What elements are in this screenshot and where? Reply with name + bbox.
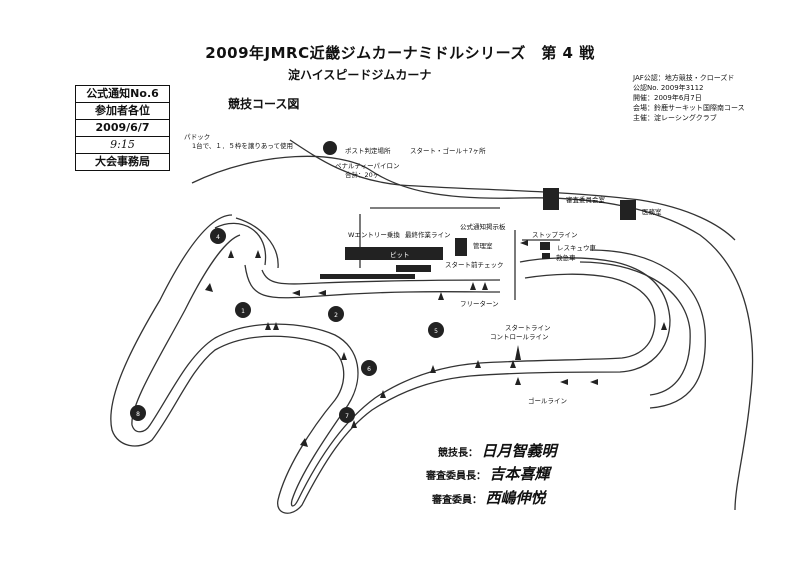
- info-line: 開催：2009年6月7日: [633, 94, 702, 102]
- notice-time: 9:15: [76, 137, 169, 154]
- ambulance: [542, 253, 550, 259]
- rear-track-inner: [579, 261, 691, 396]
- rescue-label: レスキュウ車: [557, 244, 596, 252]
- post-marker: [361, 360, 377, 376]
- notice-number: 公式通知No.6: [76, 86, 169, 103]
- director-signature: 日月智義明: [481, 442, 557, 460]
- notice-stamp-box: 公式通知No.6 参加者各位 2009/6/7 9:15 大会事務局: [75, 85, 170, 171]
- free-turn-label: フリーターン: [460, 300, 499, 308]
- post-number: 1: [241, 308, 245, 315]
- judges-room-label: 審査委員会室: [566, 196, 605, 204]
- judge-member-signature: 西嶋伸悦: [485, 489, 546, 507]
- event-subtitle: 淀ハイスピードジムカーナ: [288, 68, 432, 82]
- post-legend-label: ポスト判定場所: [345, 147, 391, 155]
- info-line: 主催：淀レーシングクラブ: [633, 114, 717, 122]
- control-room: [455, 238, 467, 256]
- chief-judge-label: 審査委員長：: [426, 471, 486, 482]
- post-marker: [328, 306, 344, 322]
- rescue-vehicle: [540, 242, 550, 250]
- control-room-label: 管理室: [473, 242, 493, 250]
- rear-track: [589, 249, 706, 409]
- info-line: 公認No. 2009年3112: [633, 84, 704, 92]
- w-entry-label: Wエントリー乗換: [348, 231, 400, 239]
- goal-line-label: ゴールライン: [528, 397, 567, 405]
- post-marker: [210, 228, 226, 244]
- ambulance-label: 救急車: [556, 254, 576, 262]
- post-legend-marker: [323, 141, 337, 155]
- start-goal-label: スタート・ゴール＋7ヶ所: [410, 147, 486, 155]
- infield-inner: [261, 269, 501, 285]
- track-outer: [110, 214, 671, 514]
- notice-issuer: 大会事務局: [95, 155, 150, 168]
- info-line: JAF公認：地方競技・クローズド: [633, 74, 735, 82]
- post-number: 7: [345, 413, 349, 420]
- outer-boundary-top: [289, 139, 736, 241]
- post-marker: [130, 405, 146, 421]
- paddock-label: パドック: [184, 133, 211, 141]
- bulletin-label: 公式通知掲示板: [460, 223, 506, 231]
- director-row: 競技長： 日月智義明: [438, 440, 557, 461]
- post-number: 8: [136, 411, 140, 418]
- chief-judge-signature: 吉本喜輝: [489, 465, 550, 483]
- medical-room: [620, 200, 636, 220]
- penalty-pylon-label: ペナルティーパイロン: [335, 162, 400, 170]
- post-marker: [428, 322, 444, 338]
- judge-member-row: 審査委員： 西嶋伸悦: [432, 487, 546, 508]
- judges-room: [543, 188, 559, 210]
- start-check-block: [396, 265, 431, 272]
- final-work-line-label: 最終作業ライン: [405, 231, 451, 239]
- post-marker: [339, 407, 355, 423]
- post-markers: [130, 141, 444, 423]
- chief-judge-row: 審査委員長： 吉本喜輝: [426, 463, 550, 484]
- pit-building: [345, 247, 443, 260]
- infield-outer: [244, 264, 501, 299]
- penalty-total-label: 合計：20ヶ: [345, 171, 380, 179]
- judge-member-label: 審査委員：: [432, 495, 482, 506]
- start-line-label: スタートライン: [505, 324, 551, 332]
- control-line-label: コントロールライン: [490, 333, 549, 341]
- post-number: 4: [216, 234, 220, 241]
- direction-arrows: [205, 240, 667, 447]
- post-number: 6: [367, 366, 371, 373]
- paddock-note: 1台で、１．５枠を譲りあって使用: [192, 142, 294, 150]
- notice-date: 2009/6/7: [76, 120, 169, 137]
- pit-road-2: [235, 217, 279, 269]
- info-line: 会場：鈴鹿サーキット国際南コース: [633, 104, 745, 112]
- medical-room-label: 医務室: [642, 208, 662, 216]
- track-inner: [131, 234, 656, 507]
- pit-label: ピット: [390, 251, 410, 259]
- pit-road: [214, 222, 267, 266]
- post-number: 2: [334, 312, 338, 319]
- notice-recipients: 参加者各位: [76, 103, 169, 120]
- start-check-label: スタート前チェック: [445, 261, 504, 269]
- post-marker: [235, 302, 251, 318]
- event-info: JAF公認：地方競技・クローズド 公認No. 2009年3112 開催：2009…: [633, 73, 745, 123]
- course-map-heading: 競技コース図: [228, 97, 300, 111]
- post-number: 5: [434, 328, 438, 335]
- director-label: 競技長：: [438, 448, 478, 459]
- outer-boundary: [191, 155, 754, 511]
- pylons: [228, 250, 521, 428]
- page-title: 2009年JMRC近畿ジムカーナミドルシリーズ 第 4 戦: [205, 44, 595, 62]
- start-area-bar: [320, 274, 415, 279]
- stop-line-label: ストップライン: [532, 231, 578, 239]
